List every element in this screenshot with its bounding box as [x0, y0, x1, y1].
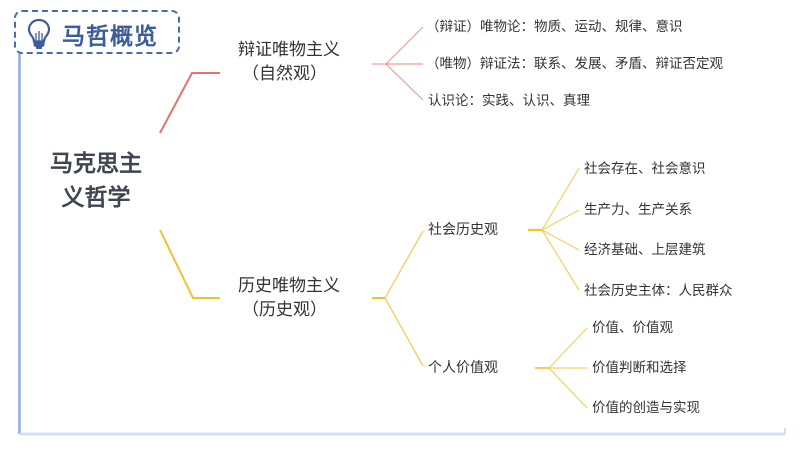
branch-sublabel: （历史观） — [242, 300, 327, 320]
yellow-fan-up — [384, 230, 424, 299]
leaf-economic-base: 经济基础、上层建筑 — [584, 242, 706, 258]
leaf-value-concept: 价值、价值观 — [592, 320, 673, 336]
branch-historical-materialism: 历史唯物主义 （历史观） — [238, 274, 340, 322]
node-social-history-view: 社会历史观 — [428, 222, 498, 238]
red-fan-1 — [385, 26, 424, 65]
social-fan-4 — [541, 229, 580, 291]
lightbulb-icon — [27, 18, 51, 49]
branch-red-connector — [159, 72, 220, 134]
root-label-line1: 马克思主 — [50, 151, 142, 177]
leaf-productive-forces: 生产力、生产关系 — [584, 202, 692, 218]
branch-dialectical-materialism: 辩证唯物主义 （自然观） — [238, 38, 340, 86]
red-fan-3 — [385, 63, 424, 101]
leaf-materialism: （辩证）唯物论：物质、运动、规律、意识 — [426, 19, 683, 35]
leaf-historical-subject: 社会历史主体：人民群众 — [584, 283, 733, 299]
root-label-line2: 义哲学 — [61, 185, 131, 211]
yellow-fan-down — [384, 297, 424, 367]
branch-yellow-connector — [159, 229, 220, 299]
leaf-dialectics: （唯物）辩证法：联系、发展、矛盾、辩证否定观 — [426, 56, 723, 72]
value-fan-3 — [548, 367, 588, 409]
leaf-social-existence: 社会存在、社会意识 — [584, 161, 706, 177]
leaf-value-creation: 价值的创造与实现 — [592, 400, 700, 416]
page-title: 马哲概览 — [62, 24, 158, 50]
leaf-epistemology: 认识论：实践、认识、真理 — [428, 93, 590, 109]
title-box: 马哲概览 — [14, 10, 180, 54]
social-fan-1 — [541, 167, 580, 231]
social-fan-3 — [541, 229, 580, 251]
value-fan-1 — [548, 327, 588, 369]
social-fan-2 — [541, 209, 580, 231]
root-node: 马克思主 义哲学 — [36, 147, 156, 215]
branch-label: 历史唯物主义 — [238, 276, 340, 296]
branch-label: 辩证唯物主义 — [238, 40, 340, 60]
leaf-value-judgment: 价值判断和选择 — [592, 360, 687, 376]
node-personal-values: 个人价值观 — [428, 360, 498, 376]
branch-sublabel: （自然观） — [242, 64, 327, 84]
